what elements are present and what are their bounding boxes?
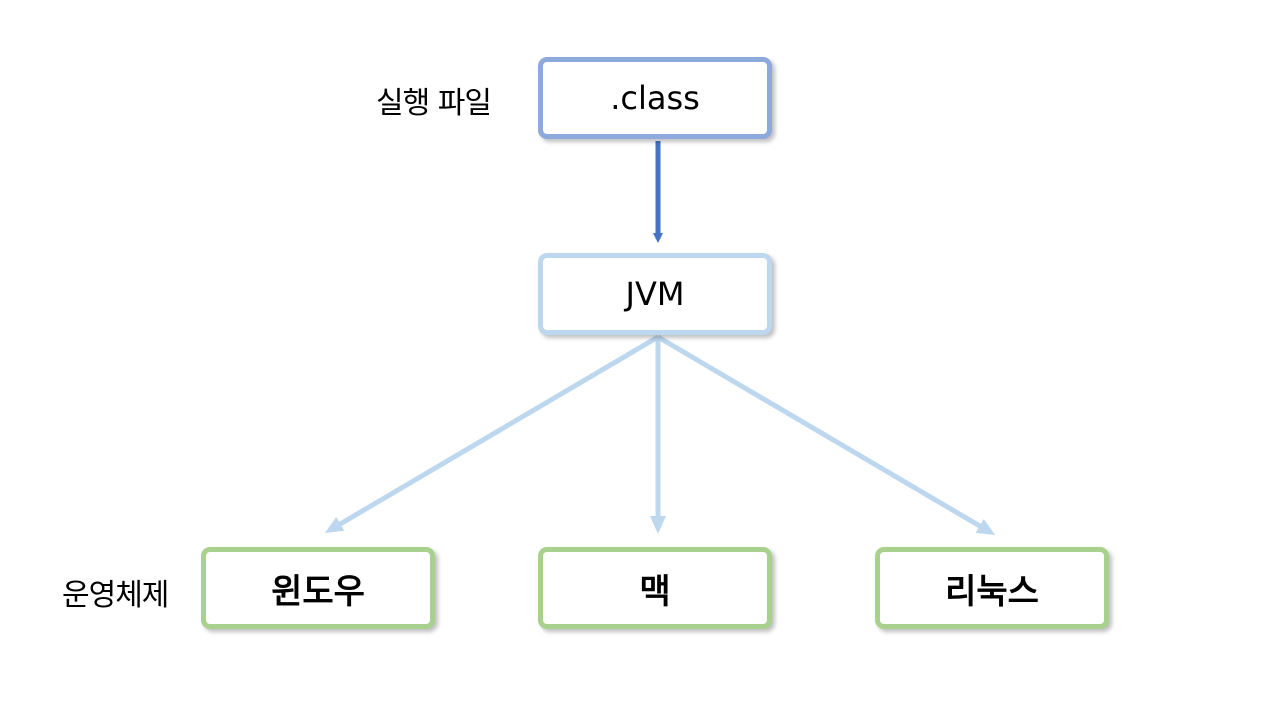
os-node-windows-label: 윈도우 [271, 571, 365, 612]
os-node-mac-label: 맥 [639, 571, 671, 612]
executable-file-label: 실행 파일 [376, 86, 492, 121]
arrow-jvm-to-windows [324, 334, 660, 534]
class-file-node: .class [538, 57, 772, 139]
jvm-node: JVM [538, 253, 772, 335]
os-node-windows: 윈도우 [201, 547, 435, 629]
jvm-node-label: JVM [625, 275, 685, 313]
os-node-mac: 맥 [538, 547, 772, 629]
arrow-jvm-to-linux [656, 334, 996, 536]
os-node-linux-label: 리눅스 [945, 571, 1039, 612]
class-file-node-label: .class [610, 79, 700, 117]
operating-system-label: 운영체제 [62, 578, 169, 613]
os-node-linux: 리눅스 [875, 547, 1109, 629]
